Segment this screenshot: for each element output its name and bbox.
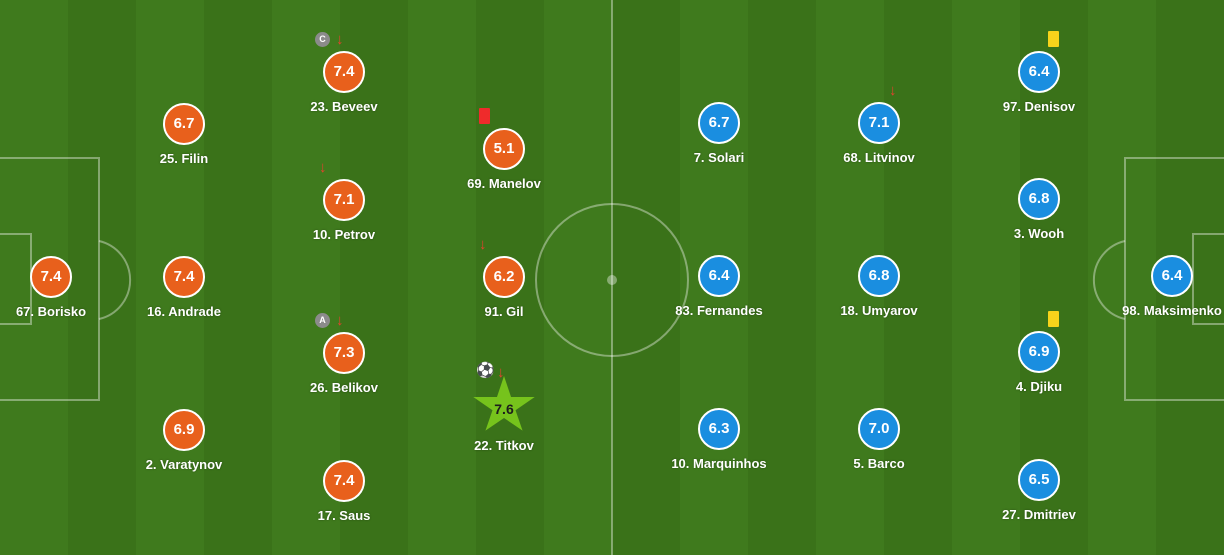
player-umyarov[interactable]: 6.8 18. Umyarov bbox=[799, 255, 959, 318]
player-varatynov[interactable]: 6.9 2. Varatynov bbox=[104, 409, 264, 472]
left-penalty-area bbox=[0, 157, 100, 401]
player-rating: 7.4 bbox=[323, 51, 365, 93]
player-name: 98. Maksimenko bbox=[1122, 303, 1222, 318]
player-barco[interactable]: 7.0 5. Barco bbox=[799, 408, 959, 471]
player-name: 25. Filin bbox=[159, 151, 209, 166]
sub-off-arrow-icon: ↓ bbox=[479, 236, 487, 253]
player-name: 3. Wooh bbox=[1013, 226, 1065, 241]
sub-off-arrow-icon: ↓ bbox=[336, 312, 344, 329]
player-rating: 7.4 bbox=[30, 256, 72, 298]
player-rating: 5.1 bbox=[483, 128, 525, 170]
player-djiku[interactable]: 6.9 4. Djiku bbox=[959, 311, 1119, 394]
red-card-icon bbox=[479, 108, 490, 124]
captain-badge-icon: C bbox=[315, 32, 330, 47]
player-name: 23. Beveev bbox=[310, 99, 378, 114]
left-penalty-arc bbox=[98, 240, 132, 320]
player-name: 10. Petrov bbox=[312, 227, 376, 242]
assistant-badge-icon: A bbox=[315, 313, 330, 328]
player-rating: 6.8 bbox=[1018, 178, 1060, 220]
player-rating: 6.7 bbox=[698, 102, 740, 144]
player-name: 7. Solari bbox=[693, 150, 745, 165]
right-goal-area bbox=[1192, 233, 1224, 325]
yellow-card-icon bbox=[1048, 31, 1059, 47]
player-borisko[interactable]: 7.4 67. Borisko bbox=[0, 256, 131, 319]
player-rating: 7.4 bbox=[323, 460, 365, 502]
player-wooh[interactable]: 6.8 3. Wooh bbox=[959, 178, 1119, 241]
player-manelov[interactable]: 5.1 69. Manelov bbox=[424, 108, 584, 191]
player-rating: 6.8 bbox=[858, 255, 900, 297]
player-name: 67. Borisko bbox=[15, 304, 87, 319]
player-petrov[interactable]: 7.1 10. Petrov ↓ bbox=[264, 160, 424, 242]
player-rating: 6.4 bbox=[1151, 255, 1193, 297]
sub-off-arrow-icon: ↓ bbox=[497, 364, 505, 381]
player-rating: 6.5 bbox=[1018, 459, 1060, 501]
player-filin[interactable]: 6.7 25. Filin bbox=[104, 103, 264, 166]
player-fernandes[interactable]: 6.4 83. Fernandes bbox=[639, 255, 799, 318]
player-rating: 7.4 bbox=[163, 256, 205, 298]
soccer-ball-icon: ⚽ bbox=[476, 362, 495, 379]
center-spot bbox=[607, 275, 617, 285]
player-rating: 6.7 bbox=[163, 103, 205, 145]
player-name: 4. Djiku bbox=[1015, 379, 1063, 394]
player-name: 27. Dmitriev bbox=[1002, 507, 1076, 522]
player-beveev[interactable]: 7.4 23. Beveev C ↓ bbox=[264, 32, 424, 114]
player-name: 97. Denisov bbox=[1002, 99, 1076, 114]
player-rating: 6.2 bbox=[483, 256, 525, 298]
right-penalty-arc bbox=[1092, 240, 1126, 320]
player-name: 69. Manelov bbox=[467, 176, 541, 191]
player-rating: 7.1 bbox=[323, 179, 365, 221]
sub-off-arrow-icon: ↓ bbox=[319, 159, 327, 176]
player-solari[interactable]: 6.7 7. Solari bbox=[639, 102, 799, 165]
player-name: 5. Barco bbox=[853, 456, 905, 471]
man-of-match-star: 7.6 bbox=[473, 376, 535, 431]
player-litvinov[interactable]: 7.1 68. Litvinov ↓ bbox=[799, 83, 959, 165]
sub-off-arrow-icon: ↓ bbox=[889, 82, 897, 99]
player-marquinhos[interactable]: 6.3 10. Marquinhos bbox=[639, 408, 799, 471]
center-circle bbox=[535, 203, 689, 357]
player-rating: 7.3 bbox=[323, 332, 365, 374]
player-rating: 7.1 bbox=[858, 102, 900, 144]
player-name: 91. Gil bbox=[484, 304, 524, 319]
player-name: 26. Belikov bbox=[310, 380, 378, 395]
player-rating: 6.4 bbox=[698, 255, 740, 297]
player-name: 17. Saus bbox=[317, 508, 371, 523]
player-gil[interactable]: 6.2 91. Gil ↓ bbox=[424, 237, 584, 319]
player-titkov[interactable]: 7.6 22. Titkov ⚽ ↓ bbox=[424, 363, 584, 453]
player-rating: 6.9 bbox=[1018, 331, 1060, 373]
player-denisov[interactable]: 6.4 97. Denisov bbox=[959, 31, 1119, 114]
player-name: 10. Marquinhos bbox=[671, 456, 767, 471]
player-name: 22. Titkov bbox=[474, 438, 534, 453]
player-saus[interactable]: 7.4 17. Saus bbox=[264, 460, 424, 523]
player-dmitriev[interactable]: 6.5 27. Dmitriev bbox=[959, 459, 1119, 522]
player-name: 68. Litvinov bbox=[843, 150, 915, 165]
player-rating: 7.0 bbox=[858, 408, 900, 450]
player-belikov[interactable]: 7.3 26. Belikov A ↓ bbox=[264, 313, 424, 395]
player-name: 18. Umyarov bbox=[840, 303, 918, 318]
player-andrade[interactable]: 7.4 16. Andrade bbox=[104, 256, 264, 319]
player-rating: 6.9 bbox=[163, 409, 205, 451]
player-name: 16. Andrade bbox=[147, 304, 221, 319]
player-rating: 6.3 bbox=[698, 408, 740, 450]
right-penalty-area bbox=[1124, 157, 1224, 401]
player-name: 83. Fernandes bbox=[675, 303, 763, 318]
player-name: 2. Varatynov bbox=[145, 457, 223, 472]
player-rating: 6.4 bbox=[1018, 51, 1060, 93]
sub-off-arrow-icon: ↓ bbox=[336, 31, 344, 48]
player-maksimenko[interactable]: 6.4 98. Maksimenko bbox=[1092, 255, 1224, 318]
yellow-card-icon bbox=[1048, 311, 1059, 327]
